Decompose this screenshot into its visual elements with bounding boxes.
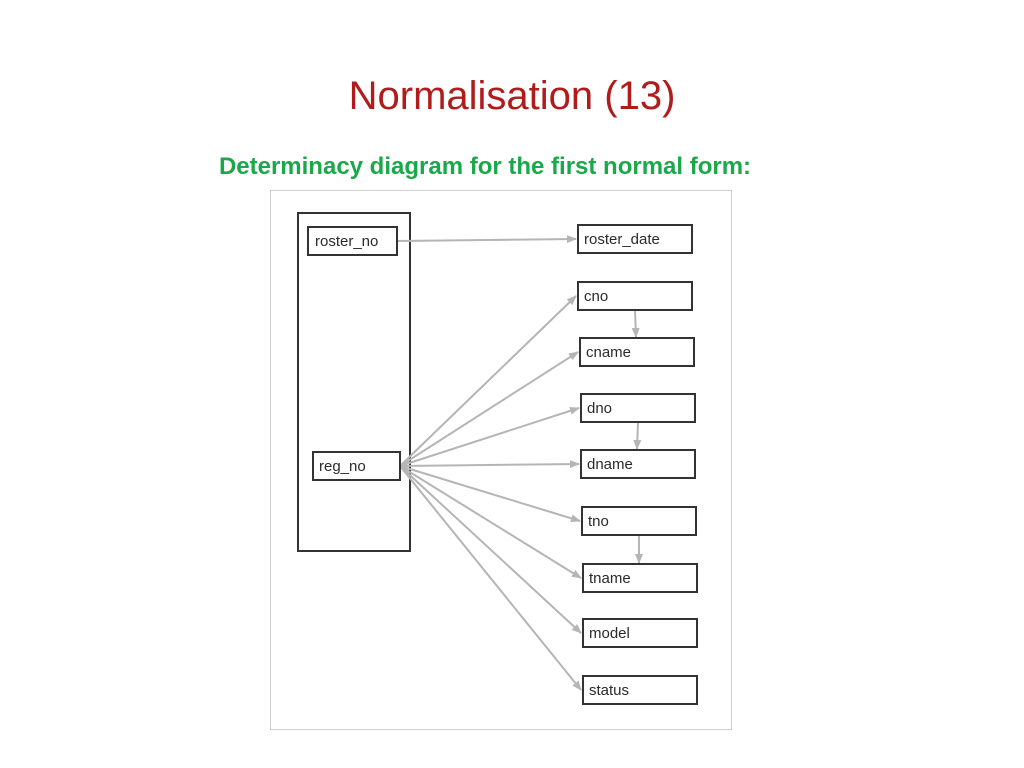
diagram-canvas: roster_no reg_no roster_date cno cname <box>297 212 698 705</box>
key-reg_no-label: reg_no <box>319 458 366 475</box>
attr-cno-label: cno <box>584 288 608 305</box>
attr-tname-label: tname <box>589 570 631 587</box>
arrow-cno-to-cname <box>631 309 640 338</box>
attr-dno-box: dno <box>580 393 696 423</box>
arrow-reg_no-to-dname <box>399 460 580 469</box>
key-reg_no-box: reg_no <box>312 451 401 481</box>
arrow-reg_no-to-tname <box>399 465 582 579</box>
attr-roster_date-box: roster_date <box>577 224 693 254</box>
attr-model-box: model <box>582 618 698 648</box>
attr-tno-label: tno <box>588 513 609 530</box>
arrow-roster_no-to-roster_date <box>396 235 577 244</box>
arrow-reg_no-to-tno <box>399 465 581 523</box>
key-roster_no-box: roster_no <box>307 226 398 256</box>
dependency-arrows <box>396 235 643 691</box>
attr-status-box: status <box>582 675 698 705</box>
arrow-reg_no-to-status <box>399 465 582 691</box>
composite-key-box <box>297 212 411 552</box>
attr-dname-box: dname <box>580 449 696 479</box>
attr-cno-box: cno <box>577 281 693 311</box>
slide-title: Normalisation (13) <box>348 74 676 118</box>
key-roster_no-label: roster_no <box>315 233 378 250</box>
slide-subtitle: Determinacy diagram for the first normal… <box>218 153 752 180</box>
arrow-reg_no-to-dno <box>399 406 580 467</box>
attr-tname-box: tname <box>582 563 698 593</box>
arrow-reg_no-to-cno <box>399 295 577 467</box>
attr-model-label: model <box>589 625 630 642</box>
attr-cname-box: cname <box>579 337 695 367</box>
determinacy-diagram: roster_no reg_no roster_date cno cname <box>270 190 732 730</box>
attr-tno-box: tno <box>581 506 697 536</box>
attr-status-label: status <box>589 682 629 699</box>
attr-cname-label: cname <box>586 344 631 361</box>
arrow-dno-to-dname <box>633 421 642 450</box>
arrow-reg_no-to-model <box>399 465 582 634</box>
attr-dno-label: dno <box>587 400 612 417</box>
attr-roster_date-label: roster_date <box>584 231 660 248</box>
attr-dname-label: dname <box>587 456 633 473</box>
arrow-reg_no-to-cname <box>399 351 579 467</box>
